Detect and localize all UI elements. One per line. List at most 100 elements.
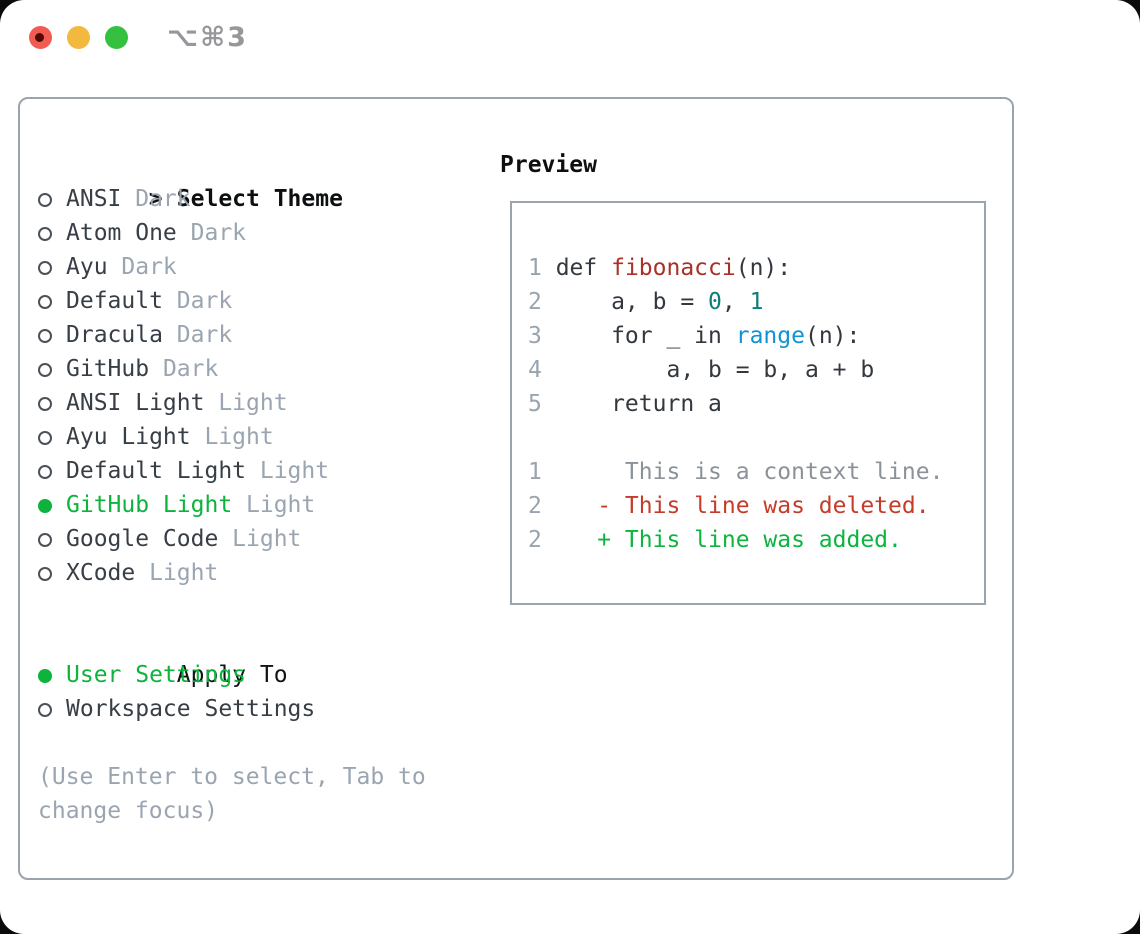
code-segment: return a [541,391,722,417]
theme-variant: Dark [176,322,233,348]
close-button[interactable] [29,26,52,49]
theme-name: GitHub Light [66,492,233,518]
code-segment: a, b = [541,289,709,315]
code-line: 2 a, b = 0, 1 [528,285,943,319]
theme-name: GitHub [66,356,150,382]
line-number: 1 [528,255,542,281]
line-number: 3 [528,323,542,349]
radio-icon [38,397,52,411]
radio-icon [38,363,52,377]
radio-selected-icon [38,499,52,513]
theme-option-google-code[interactable]: Google Code Light [38,522,434,556]
bullet-column [38,284,66,318]
code-line: 1 def fibonacci(n): [528,251,943,285]
theme-variant: Light [218,390,288,416]
theme-name: Google Code [66,526,219,552]
code-line: 2 - This line was deleted. [528,489,943,523]
radio-icon [38,703,52,717]
theme-variant: Dark [176,288,233,314]
apply-option-label: Workspace Settings [66,696,316,722]
theme-option-ayu-light[interactable]: Ayu Light Light [38,420,434,454]
code-segment: 0 [708,289,722,315]
code-segment: , [721,289,750,315]
minimize-button[interactable] [67,26,90,49]
radio-icon [38,261,52,275]
theme-name: Atom One [66,220,177,246]
theme-option-github[interactable]: GitHub Dark [38,352,434,386]
code-line [528,421,943,455]
bullet-column [38,420,66,454]
code-line: 5 return a [528,387,943,421]
line-number: 2 [528,527,542,553]
apply-option-label: User Settings [66,662,247,688]
theme-name: Ayu Light [66,424,191,450]
preview-title: Preview [500,152,597,178]
line-number: 4 [528,357,542,383]
theme-variant: Light [204,424,274,450]
bullet-column [38,658,66,692]
apply-to-header: Apply To [38,624,434,688]
theme-variant: Light [246,492,316,518]
code-segment: def [541,255,612,281]
theme-option-dracula[interactable]: Dracula Dark [38,318,434,352]
bullet-column [38,692,66,726]
bullet-column [38,386,66,420]
radio-icon [38,295,52,309]
apply-option-user-settings[interactable]: User Settings [38,658,434,692]
theme-name: ANSI [66,186,122,212]
theme-name: ANSI Light [66,390,205,416]
theme-name: XCode [66,560,136,586]
apply-option-workspace-settings[interactable]: Workspace Settings [38,692,434,726]
apply-to-title: Apply To [176,662,288,688]
theme-variant: Light [232,526,302,552]
help-text: (Use Enter to select, Tab to change focu… [38,764,426,824]
code-segment: This is a context line. [541,459,944,485]
code-line: 4 a, b = b, a + b [528,353,943,387]
code-line: 2 + This line was added. [528,523,943,557]
bullet-column [38,216,66,250]
code-line: 1 This is a context line. [528,455,943,489]
theme-name: Dracula [66,322,163,348]
theme-name: Default Light [66,458,247,484]
code-segment: (n): [735,255,792,281]
window-title: ⌥⌘3 [167,22,248,53]
radio-icon [38,431,52,445]
radio-icon [38,193,52,207]
theme-name: Ayu [66,254,108,280]
spacer [38,590,434,624]
code-segment: 1 [749,289,764,315]
zoom-button[interactable] [105,26,128,49]
radio-icon [38,227,52,241]
select-theme-title: Select Theme [176,186,343,212]
bullet-column [38,556,66,590]
radio-selected-icon [38,669,52,683]
bullet-column [38,522,66,556]
code-segment: for _ in [541,323,736,349]
code-segment: (n): [804,323,861,349]
code-segment: + This line was added. [541,527,902,553]
line-number: 1 [528,459,542,485]
theme-option-ansi-light[interactable]: ANSI Light Light [38,386,434,420]
theme-option-github-light[interactable]: GitHub Light Light [38,488,434,522]
code-line: 3 for _ in range(n): [528,319,943,353]
radio-icon [38,567,52,581]
theme-variant: Dark [162,356,219,382]
theme-name: Default [66,288,163,314]
code-segment: range [735,323,805,349]
bullet-column [38,182,66,216]
radio-icon [38,533,52,547]
bullet-column [38,488,66,522]
theme-option-default[interactable]: Default Dark [38,284,434,318]
select-theme-header: >Select Theme [38,148,434,212]
code-segment: fibonacci [611,255,736,281]
